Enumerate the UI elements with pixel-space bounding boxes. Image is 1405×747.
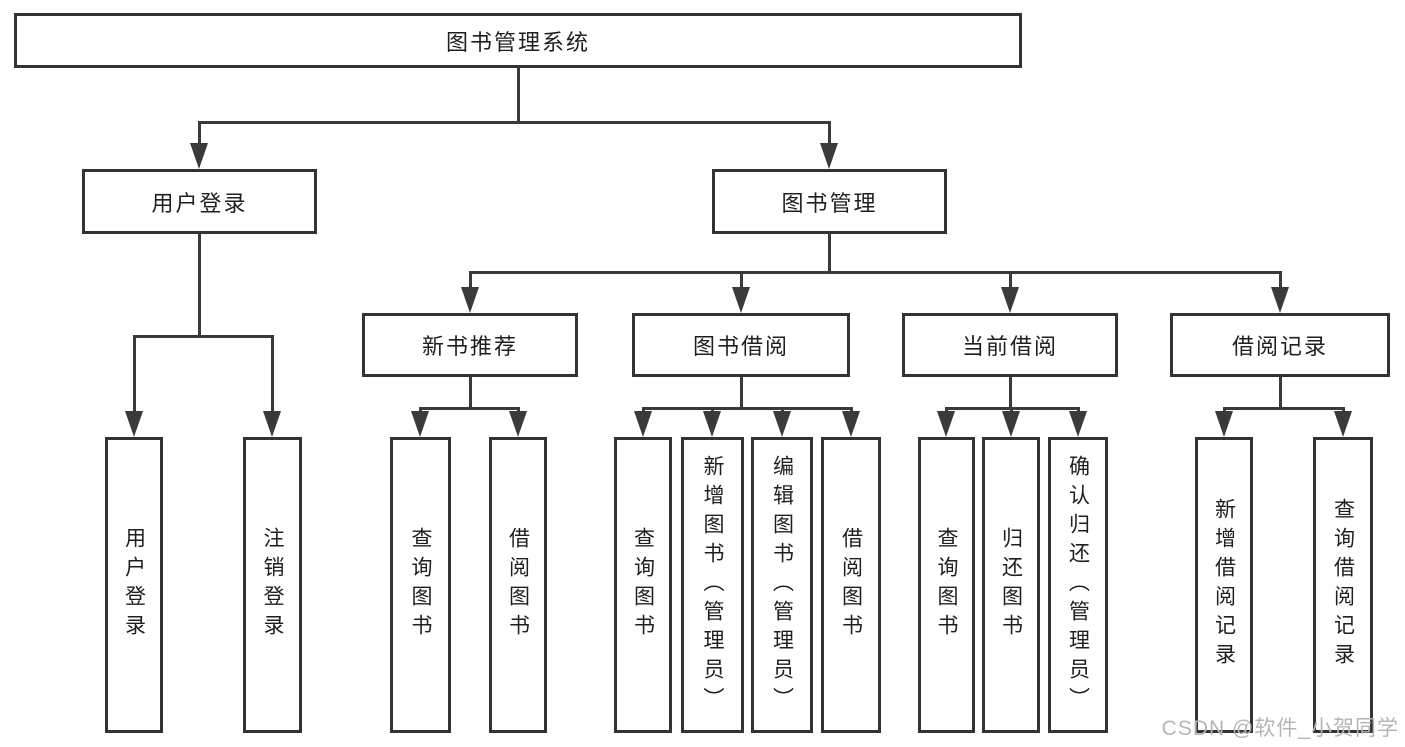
connector-hline bbox=[133, 335, 274, 338]
arrowhead-down bbox=[634, 411, 652, 437]
leaf-logout-label: 注销登录 bbox=[261, 527, 284, 643]
node-current-borrow: 当前借阅 bbox=[902, 313, 1118, 377]
arrowhead-down bbox=[1334, 411, 1352, 437]
connector-vline bbox=[828, 234, 831, 271]
leaf-current-query-books-label: 查询图书 bbox=[935, 527, 958, 643]
connector-vline bbox=[711, 407, 714, 413]
connector-vline bbox=[1009, 377, 1012, 407]
leaf-confirm-return-admin-label: 确认归还（管理员） bbox=[1066, 454, 1090, 716]
arrowhead-down bbox=[411, 411, 429, 437]
connector-vline bbox=[198, 121, 201, 145]
connector-vline bbox=[1342, 407, 1345, 413]
leaf-query-borrow-record: 查询借阅记录 bbox=[1313, 437, 1373, 733]
connector-vline bbox=[828, 121, 831, 145]
node-borrow-records: 借阅记录 bbox=[1170, 313, 1390, 377]
leaf-return-books: 归还图书 bbox=[982, 437, 1040, 733]
node-new-book-recommend: 新书推荐 bbox=[362, 313, 578, 377]
connector-vline bbox=[419, 407, 422, 413]
node-book-management: 图书管理 bbox=[712, 169, 947, 234]
connector-vline bbox=[781, 407, 784, 413]
connector-hline bbox=[1224, 407, 1345, 410]
leaf-return-books-label: 归还图书 bbox=[999, 527, 1023, 643]
node-current-borrow-label: 当前借阅 bbox=[961, 334, 1058, 359]
connector-vline bbox=[1009, 271, 1012, 289]
leaf-recommend-query-books: 查询图书 bbox=[390, 437, 451, 733]
node-borrow-records-label: 借阅记录 bbox=[1231, 334, 1328, 359]
node-book-borrow-label: 图书借阅 bbox=[692, 334, 789, 359]
connector-hline bbox=[420, 407, 520, 410]
connector-hline bbox=[198, 121, 831, 124]
connector-vline bbox=[1077, 407, 1080, 413]
node-new-book-recommend-label: 新书推荐 bbox=[421, 334, 518, 359]
connector-hline bbox=[946, 407, 1080, 410]
arrowhead-down bbox=[1215, 411, 1233, 437]
arrowhead-down bbox=[190, 143, 208, 169]
arrowhead-down bbox=[263, 411, 281, 437]
leaf-confirm-return-admin: 确认归还（管理员） bbox=[1048, 437, 1108, 733]
arrowhead-down bbox=[820, 143, 838, 169]
leaf-borrow-books-label: 借阅图书 bbox=[839, 527, 863, 643]
node-user-login: 用户登录 bbox=[82, 169, 317, 234]
leaf-add-borrow-record: 新增借阅记录 bbox=[1195, 437, 1253, 733]
arrowhead-down bbox=[461, 287, 479, 313]
leaf-current-query-books: 查询图书 bbox=[918, 437, 975, 733]
leaf-add-book-admin: 新增图书（管理员） bbox=[681, 437, 744, 733]
arrowhead-down bbox=[732, 287, 750, 313]
leaf-recommend-borrow-books: 借阅图书 bbox=[489, 437, 547, 733]
arrowhead-down bbox=[125, 411, 143, 437]
connector-vline bbox=[945, 407, 948, 413]
connector-vline bbox=[469, 377, 472, 407]
node-book-management-label: 图书管理 bbox=[781, 190, 878, 216]
connector-vline bbox=[198, 234, 201, 335]
connector-hline bbox=[470, 271, 1282, 274]
connector-vline bbox=[517, 68, 520, 121]
leaf-user-login-label: 用户登录 bbox=[122, 527, 146, 643]
connector-vline bbox=[1010, 407, 1013, 413]
leaf-logout: 注销登录 bbox=[243, 437, 302, 733]
arrowhead-down bbox=[773, 411, 791, 437]
connector-vline bbox=[1279, 271, 1282, 289]
arrowhead-down bbox=[1001, 287, 1019, 313]
connector-vline bbox=[740, 377, 743, 407]
leaf-add-borrow-record-label: 新增借阅记录 bbox=[1212, 498, 1236, 672]
node-root-label: 图书管理系统 bbox=[445, 29, 590, 55]
connector-vline bbox=[133, 335, 136, 413]
arrowhead-down bbox=[842, 411, 860, 437]
arrowhead-down bbox=[1069, 411, 1087, 437]
leaf-edit-book-admin-label: 编辑图书（管理员） bbox=[770, 454, 794, 716]
leaf-add-book-admin-label: 新增图书（管理员） bbox=[701, 454, 724, 716]
leaf-borrow-query-books: 查询图书 bbox=[614, 437, 672, 733]
node-root: 图书管理系统 bbox=[14, 13, 1022, 68]
connector-vline bbox=[850, 407, 853, 413]
leaf-recommend-borrow-books-label: 借阅图书 bbox=[506, 527, 530, 643]
connector-vline bbox=[469, 271, 472, 289]
connector-hline bbox=[643, 407, 853, 410]
connector-vline bbox=[642, 407, 645, 413]
leaf-borrow-query-books-label: 查询图书 bbox=[631, 527, 655, 643]
connector-vline bbox=[740, 271, 743, 289]
arrowhead-down bbox=[1002, 411, 1020, 437]
arrowhead-down bbox=[509, 411, 527, 437]
connector-vline bbox=[271, 335, 274, 413]
leaf-recommend-query-books-label: 查询图书 bbox=[409, 527, 432, 643]
leaf-user-login: 用户登录 bbox=[105, 437, 163, 733]
arrowhead-down bbox=[1271, 287, 1289, 313]
csdn-watermark: CSDN @软件_小贺同学 bbox=[1161, 717, 1399, 740]
connector-vline bbox=[1223, 407, 1226, 413]
connector-vline bbox=[1279, 377, 1282, 407]
leaf-edit-book-admin: 编辑图书（管理员） bbox=[751, 437, 813, 733]
leaf-query-borrow-record-label: 查询借阅记录 bbox=[1331, 498, 1355, 672]
connector-vline bbox=[517, 407, 520, 413]
leaf-borrow-books: 借阅图书 bbox=[821, 437, 881, 733]
arrowhead-down bbox=[703, 411, 721, 437]
node-user-login-label: 用户登录 bbox=[151, 190, 248, 216]
arrowhead-down bbox=[937, 411, 955, 437]
node-book-borrow: 图书借阅 bbox=[632, 313, 850, 377]
